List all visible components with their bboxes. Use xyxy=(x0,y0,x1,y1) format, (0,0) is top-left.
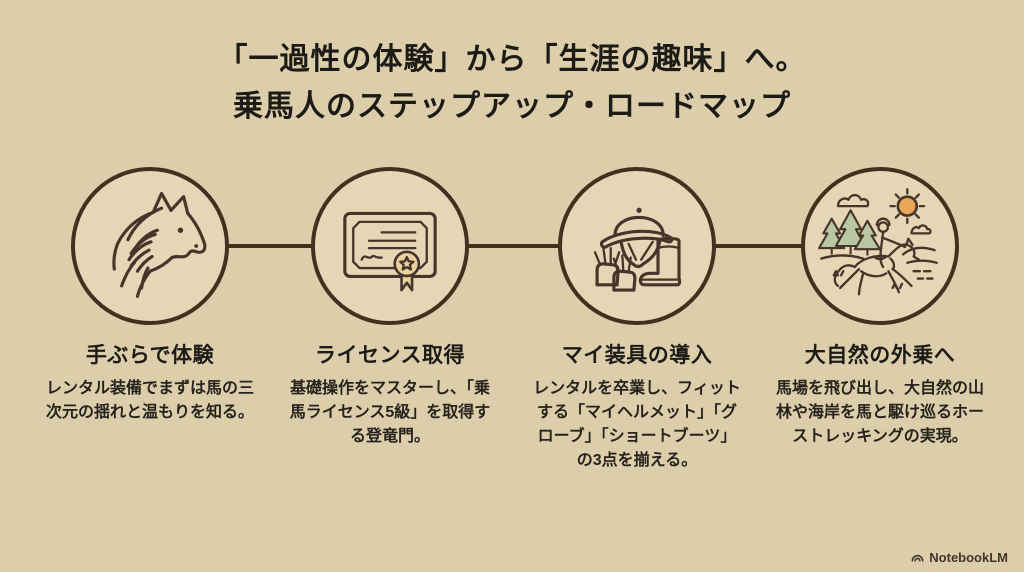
step-1-description: レンタル装備でまずは馬の三次元の揺れと温もりを知る。 xyxy=(45,380,254,421)
step-2-license: ライセンス取得 基礎操作をマスターし、「乗馬ライセンス5級」を取得する登竜門。 xyxy=(278,167,502,449)
step-4-trail-riding: 大自然の外乗へ 馬場を飛び出し、大自然の山林や海岸を馬と駆け巡るホーストレッキン… xyxy=(768,167,992,449)
step-3-own-gear: マイ装具の導入 レンタルを卒業し、フィットする「マイヘルメット」「グローブ」「シ… xyxy=(525,167,749,473)
step-1-hands-free-trial: 手ぶらで体験 レンタル装備でまずは馬の三次元の揺れと温もりを知る。 xyxy=(38,167,262,425)
step-2-icon-circle xyxy=(311,167,469,325)
trail-riding-icon xyxy=(817,183,943,309)
step-1-title: 手ぶらで体験 xyxy=(85,344,215,367)
notebooklm-watermark: NotebookLM xyxy=(910,550,1008,565)
connector-line-2 xyxy=(467,244,561,248)
connector-line-1 xyxy=(227,244,313,248)
step-3-icon-circle xyxy=(558,167,716,325)
step-1-icon-circle xyxy=(71,167,229,325)
page-title: 「一過性の体験」から「生涯の趣味」へ。 乗馬人のステップアップ・ロードマップ xyxy=(0,36,1024,130)
notebooklm-logo-icon xyxy=(910,550,925,565)
step-3-title: マイ装具の導入 xyxy=(561,344,713,367)
riding-gear-icon xyxy=(574,183,700,309)
step-4-description: 馬場を飛び出し、大自然の山林や海岸を馬と駆け巡るホーストレッキングの実現。 xyxy=(775,380,984,445)
license-certificate-icon xyxy=(327,183,453,309)
title-line-1: 「一過性の体験」から「生涯の趣味」へ。 xyxy=(217,43,807,76)
notebooklm-label: NotebookLM xyxy=(929,550,1008,565)
horse-petting-icon xyxy=(87,183,213,309)
connector-line-3 xyxy=(714,244,804,248)
step-2-description: 基礎操作をマスターし、「乗馬ライセンス5級」を取得する登竜門。 xyxy=(289,380,491,445)
title-line-2: 乗馬人のステップアップ・ロードマップ xyxy=(233,90,791,123)
step-4-title: 大自然の外乗へ xyxy=(804,344,956,367)
step-4-icon-circle xyxy=(801,167,959,325)
step-2-title: ライセンス取得 xyxy=(314,344,466,367)
step-3-description: レンタルを卒業し、フィットする「マイヘルメット」「グローブ」「ショートブーツ」の… xyxy=(533,380,741,469)
